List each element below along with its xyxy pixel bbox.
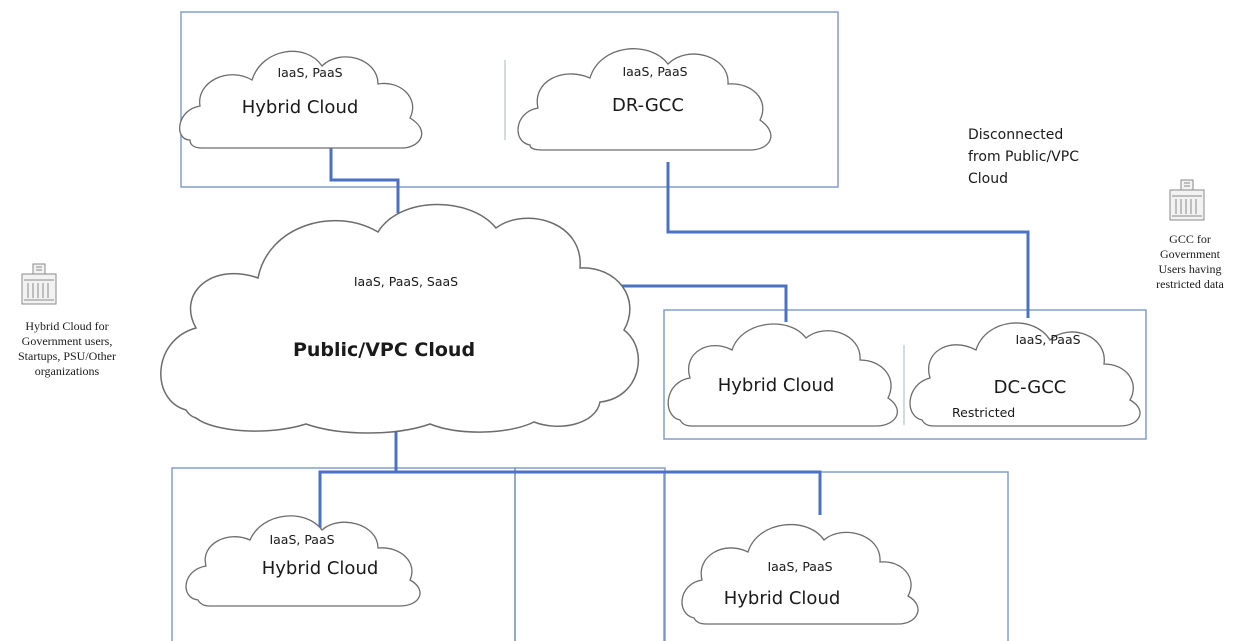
bottom-right-group-box: [663, 471, 1009, 641]
right-caption-line2: Government: [1160, 247, 1221, 261]
right-caption-line3: Users having: [1159, 262, 1222, 276]
disconnected-note-line1: Disconnected: [968, 127, 1063, 143]
connector-public-to-hybrid-bottom-left: [318, 426, 398, 540]
left-caption-line1: Hybrid Cloud for: [25, 319, 108, 333]
public-vpc-name: Public/VPC Cloud: [293, 339, 475, 361]
hybrid-cloud-bottom-left: [185, 515, 421, 607]
hybrid-cloud-top-left: [179, 50, 423, 149]
left-caption-line3: Startups, PSU/Other: [18, 349, 116, 363]
right-caption-line1: GCC for: [1169, 232, 1211, 246]
restricted-group-box: [663, 309, 1147, 440]
bottom-middle-group-box: [514, 467, 666, 641]
disconnected-note-line3: Cloud: [968, 171, 1008, 187]
hybrid-cloud-bottom-right: [681, 523, 919, 625]
hybrid-cloud-bottom-right-name: Hybrid Cloud: [724, 588, 841, 609]
connector-drgcc-to-dcgcc: [666, 162, 1030, 318]
government-building-icon: [1169, 179, 1205, 221]
dr-gcc-name: DR-GCC: [612, 95, 684, 116]
top-group-box: [180, 11, 839, 188]
left-caption-line2: Government users,: [22, 334, 113, 348]
hybrid-cloud-top-left-name: Hybrid Cloud: [242, 97, 359, 118]
dc-gcc-services: IaaS, PaaS: [1015, 332, 1080, 347]
dr-gcc-services: IaaS, PaaS: [622, 64, 687, 79]
hybrid-cloud-top-left-services: IaaS, PaaS: [277, 65, 342, 80]
left-caption-line4: organizations: [35, 364, 100, 378]
dc-gcc-name: DC-GCC: [994, 377, 1067, 398]
hybrid-cloud-bottom-left-services: IaaS, PaaS: [269, 532, 334, 547]
dr-gcc-cloud: [517, 48, 772, 151]
hybrid-cloud-bottom-right-services: IaaS, PaaS: [767, 559, 832, 574]
public-vpc-cloud: [160, 203, 639, 434]
connector-public-to-hybrid-mid: [580, 284, 788, 322]
hybrid-cloud-mid: [667, 323, 899, 427]
hybrid-cloud-bottom-left-name: Hybrid Cloud: [262, 558, 379, 579]
dc-gcc-cloud: [909, 322, 1141, 427]
hybrid-cloud-mid-name: Hybrid Cloud: [718, 375, 835, 396]
connector-hybrid-to-public: [329, 145, 400, 213]
public-vpc-services: IaaS, PaaS, SaaS: [354, 274, 458, 289]
right-caption-line4: restricted data: [1156, 277, 1224, 291]
government-building-icon: [21, 263, 57, 305]
dc-gcc-restricted-tag: Restricted: [952, 405, 1015, 420]
disconnected-note-line2: from Public/VPC: [968, 149, 1079, 165]
connector-public-to-hybrid-bottom-right: [396, 470, 822, 515]
